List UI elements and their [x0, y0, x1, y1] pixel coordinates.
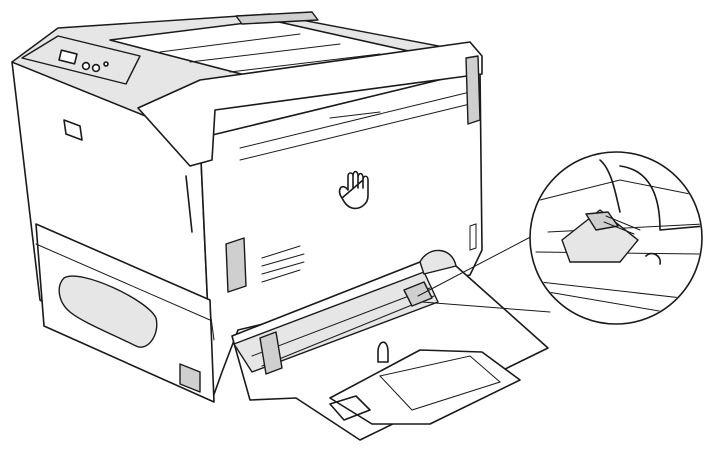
- paper-guide-right[interactable]: [403, 281, 433, 307]
- top-handle: [235, 11, 319, 25]
- hand-icon: [338, 170, 369, 210]
- mp-tray[interactable]: [231, 249, 549, 441]
- printer-body: [11, 11, 483, 403]
- rear-latch: [465, 55, 481, 125]
- callout-leader-bottom: [421, 301, 551, 313]
- lcd-display: [58, 49, 78, 65]
- panel-button[interactable]: [91, 63, 101, 73]
- mp-tray-extension: [329, 349, 521, 425]
- guide-tab-detail: [585, 211, 619, 231]
- side-cap: [137, 41, 483, 167]
- feed-roller: [419, 249, 457, 275]
- side-latch: [225, 237, 247, 293]
- side-vents: [261, 245, 305, 283]
- callout-leader-top: [417, 231, 541, 297]
- paper-guide-left[interactable]: [259, 331, 283, 375]
- control-panel: [21, 35, 141, 85]
- paper-stopper[interactable]: [377, 341, 389, 363]
- mp-tray-slot: [233, 271, 439, 373]
- zoom-callout: [417, 151, 703, 325]
- tray-extension-tab[interactable]: [329, 395, 371, 421]
- panel-button[interactable]: [81, 61, 91, 71]
- front-logo-plate: [63, 119, 83, 141]
- cassette-handle[interactable]: [58, 275, 158, 348]
- status-light: [103, 61, 109, 67]
- cassette-label: [179, 363, 201, 393]
